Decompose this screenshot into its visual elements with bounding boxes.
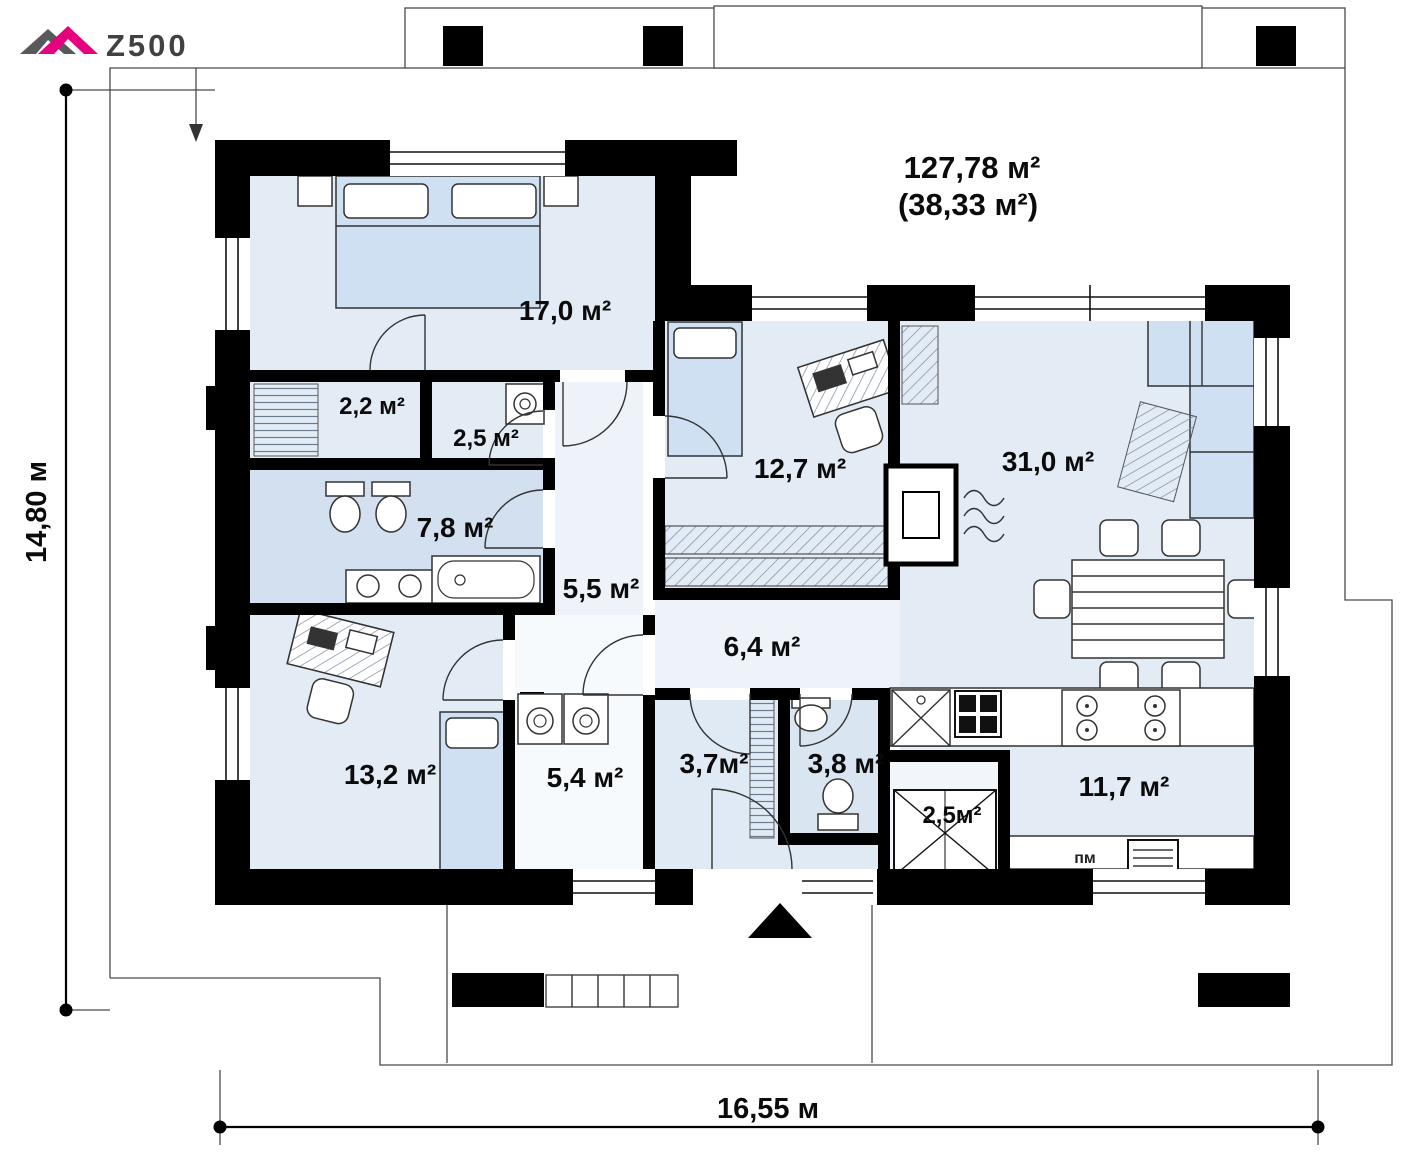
secondary-area-label: (38,33 м²) [898,187,1038,222]
wardrobe-shelves [253,383,319,457]
single-bed-2 [439,711,505,873]
window [1093,869,1205,905]
doors [369,314,853,870]
chair [1099,519,1139,557]
window [1254,588,1290,676]
roof-outline [109,5,1393,1066]
height-dimension-label: 14,80 м [21,461,53,563]
room-area-hallway-2: 6,4 м² [724,631,801,662]
wc-sink [791,697,831,732]
room-area-bathroom: 7,8 м² [417,512,494,543]
door-bedroom-1 [562,381,628,447]
chair [1161,519,1201,557]
pantry-storage [893,789,997,877]
fireplace [883,463,1005,567]
room-area-laundry: 2,5 м² [453,425,519,452]
door-vestibule [689,693,751,755]
wc-toilet [817,778,859,831]
desk-chair-2 [286,608,395,725]
window [573,869,655,905]
cabinet [901,325,939,405]
single-bed [667,321,743,457]
entrance-opening [693,869,877,905]
window [215,688,250,780]
labels: 17,0 м² 2,2 м² 2,5 м² 7,8 м² 5,5 м² 12,7… [21,150,1169,1125]
washer-label: пм [1074,850,1096,867]
terrace-step-block [1198,973,1290,1007]
kitchen-counter-bottom [1005,835,1255,887]
room-area-pantry: 2,5м² [922,802,981,829]
logo-roof-gray-icon [20,29,76,54]
room-area-wc: 3,8 м² [808,748,885,779]
logo-roof-magenta-icon [38,26,98,54]
pillar [443,26,483,66]
window [1254,338,1290,426]
logo-text: Z500 [106,28,189,63]
door-wardrobe-1 [369,314,426,371]
room-area-kitchen: 11,7 м² [1079,771,1170,802]
dimension-lines [59,83,1325,1145]
room-area-vestibule: 3,7м² [680,748,749,779]
bidet [371,481,411,533]
cooktop [1061,689,1181,747]
door-entrance [711,788,793,870]
grid-appliance [954,690,1002,738]
dining-table [1033,519,1265,699]
room-area-wardrobe-1: 2,2 м² [339,393,405,420]
floor-foyer [778,845,890,869]
kitchen-counter-top [889,687,1255,747]
door-bathroom [484,489,544,549]
z500-logo: Z500 [20,26,189,63]
pillar [206,386,250,430]
hall-wardrobe [749,693,775,839]
room-area-utility: 5,4 м² [547,762,624,793]
room-area-bedroom-2: 12,7 м² [754,453,846,484]
double-sink [345,569,435,604]
bathtub [431,555,541,604]
door-utility [582,634,644,696]
toilet [325,481,365,533]
chair [1033,579,1071,619]
room-area-living-room: 31,0 м² [1002,446,1094,477]
entrance-area [452,903,1290,1008]
kitchen-sink [891,689,951,747]
desk-chair [796,338,901,454]
door-laundry [488,410,544,466]
door-wc [799,693,853,747]
corner-sofa [1147,319,1255,519]
window [752,285,867,321]
drain-arrow-icon [189,124,203,142]
room-area-bedroom-3: 13,2 м² [344,759,436,790]
pillar [206,626,250,670]
door-bedroom-3 [442,639,504,701]
pillar [643,26,683,66]
windows [215,140,1290,905]
total-area-label: 127,78 м² [904,150,1041,185]
room-area-hallway-1: 5,5 м² [563,573,640,604]
furniture [253,175,1265,887]
double-bed [297,175,579,309]
door-bedroom-2 [664,415,728,479]
porch-stairs [545,974,679,1008]
floor-hallway-2 [655,600,900,688]
width-dimension-label: 16,55 м [717,1093,819,1125]
rug [1117,401,1198,503]
window [215,238,250,330]
porch-step-block [452,973,544,1007]
room-area-bedroom-1: 17,0 м² [519,295,611,326]
washer-dryer [517,692,609,745]
entrance-arrow-icon [748,903,812,938]
washing-machine [505,383,545,425]
window [390,140,565,176]
pillar [1256,26,1296,66]
terrace-door [975,285,1205,321]
